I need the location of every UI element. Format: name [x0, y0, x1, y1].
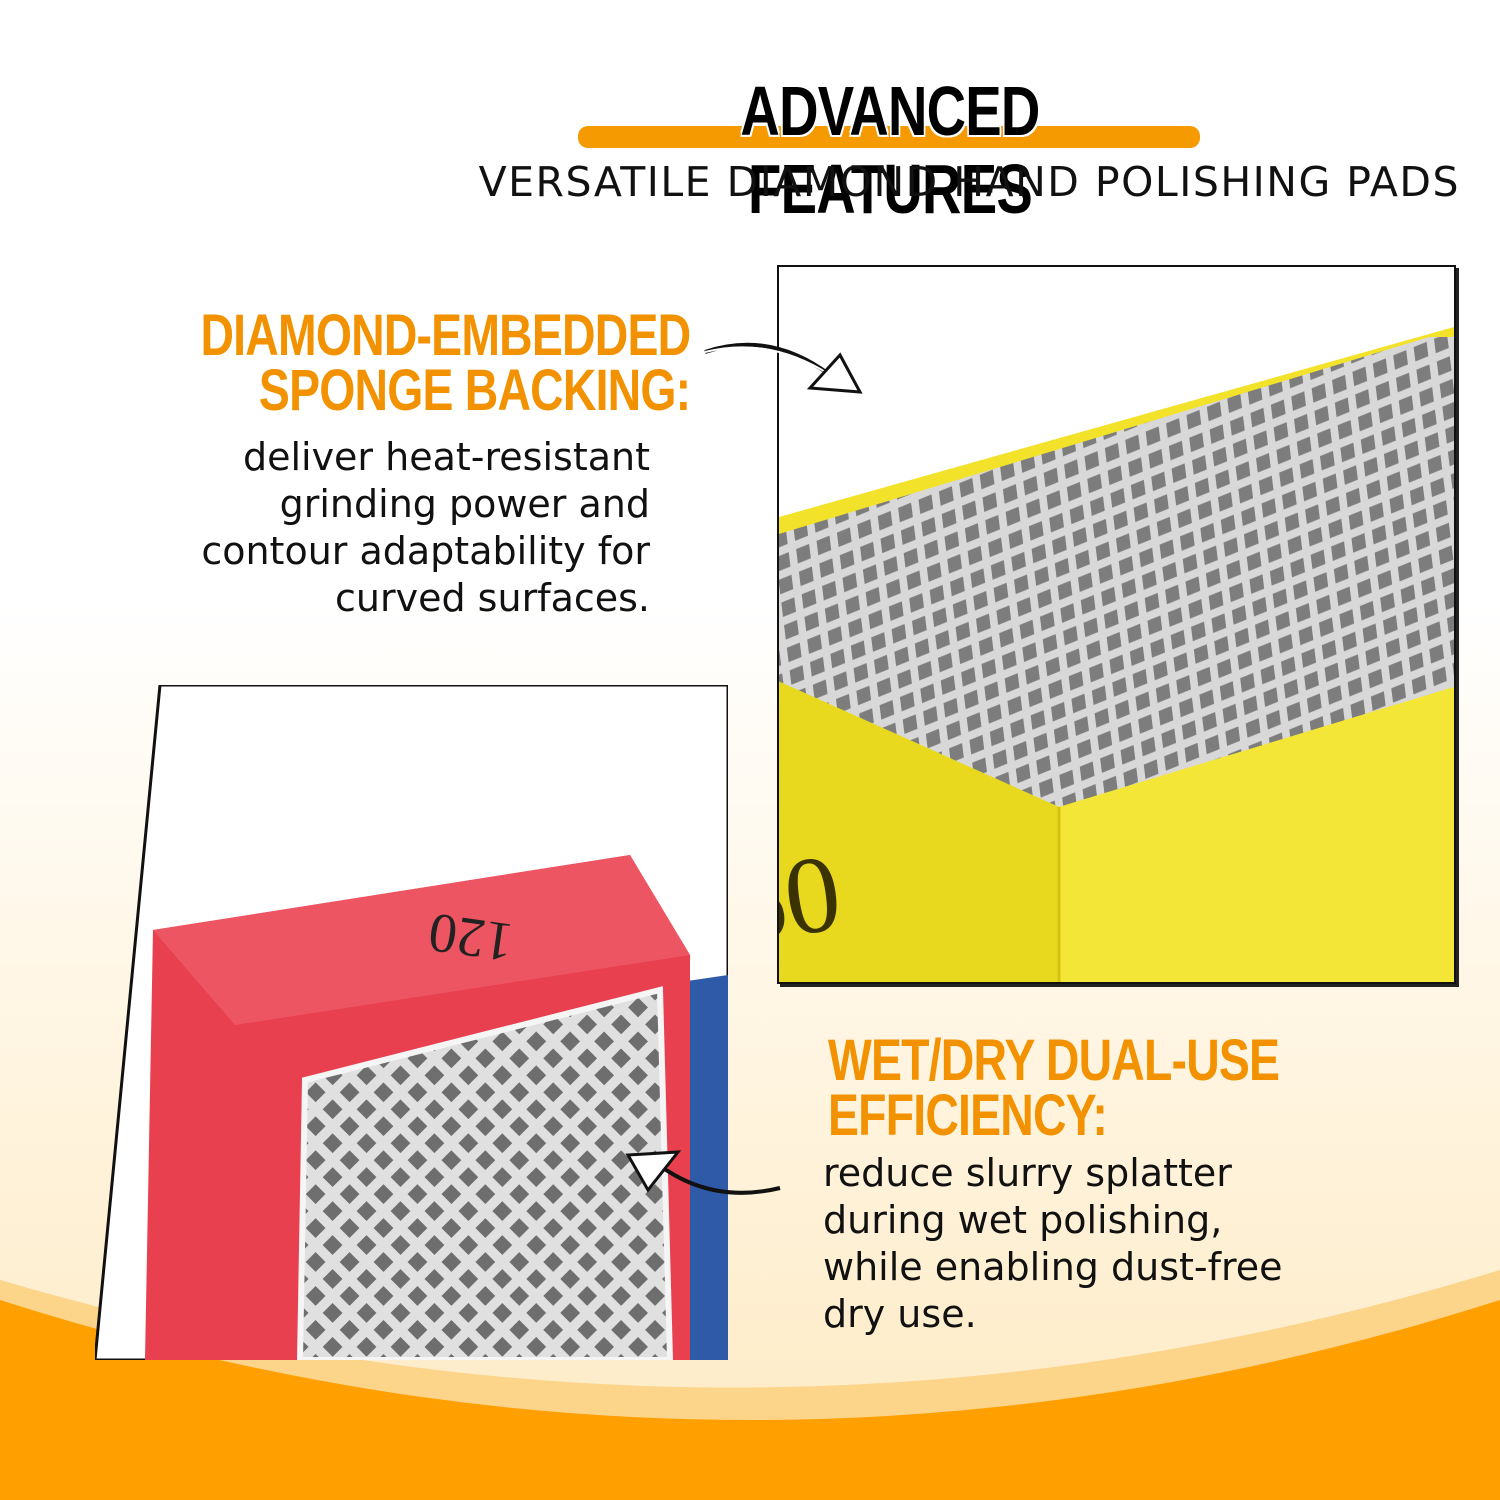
feature-description-line: deliver heat-resistant — [242, 435, 650, 479]
title-underline — [578, 126, 1200, 148]
feature-description-line: curved surfaces. — [335, 576, 650, 620]
feature-description-line: while enabling dust-free — [823, 1245, 1283, 1289]
feature-description-line: reduce slurry splatter — [823, 1151, 1232, 1195]
feature-description-line: grinding power and — [279, 482, 650, 526]
red-pad-photo: 120 — [95, 685, 728, 1360]
curved-arrow-icon — [625, 1150, 781, 1195]
feature-heading-line: WET/DRY DUAL-USE — [828, 1028, 1280, 1093]
feature-description-line: contour adaptability for — [201, 529, 650, 573]
red-pad-grit-label: 120 — [425, 900, 517, 973]
feature-heading-line: EFFICIENCY: — [828, 1083, 1108, 1148]
page-subtitle: VERSATILE DIAMOND HAND POLISHING PADS — [478, 158, 1460, 206]
feature-description: reduce slurry splatter during wet polish… — [823, 1150, 1283, 1338]
feature-description-line: dry use. — [823, 1292, 977, 1336]
feature-heading: DIAMOND-EMBEDDED SPONGE BACKING: — [200, 303, 691, 423]
feature-description: deliver heat-resistant grinding power an… — [201, 434, 650, 622]
feature-heading-line: DIAMOND-EMBEDDED — [200, 303, 691, 368]
title-block: ADVANCED FEATURES — [570, 72, 1210, 228]
curved-arrow-icon — [704, 342, 863, 394]
feature-heading: WET/DRY DUAL-USE EFFICIENCY: — [828, 1028, 1280, 1148]
feature-description-line: during wet polishing, — [823, 1198, 1223, 1242]
feature-heading-line: SPONGE BACKING: — [258, 358, 691, 423]
yellow-pad-photo: 60 — [777, 265, 1456, 984]
page-title: ADVANCED FEATURES — [740, 72, 1040, 228]
